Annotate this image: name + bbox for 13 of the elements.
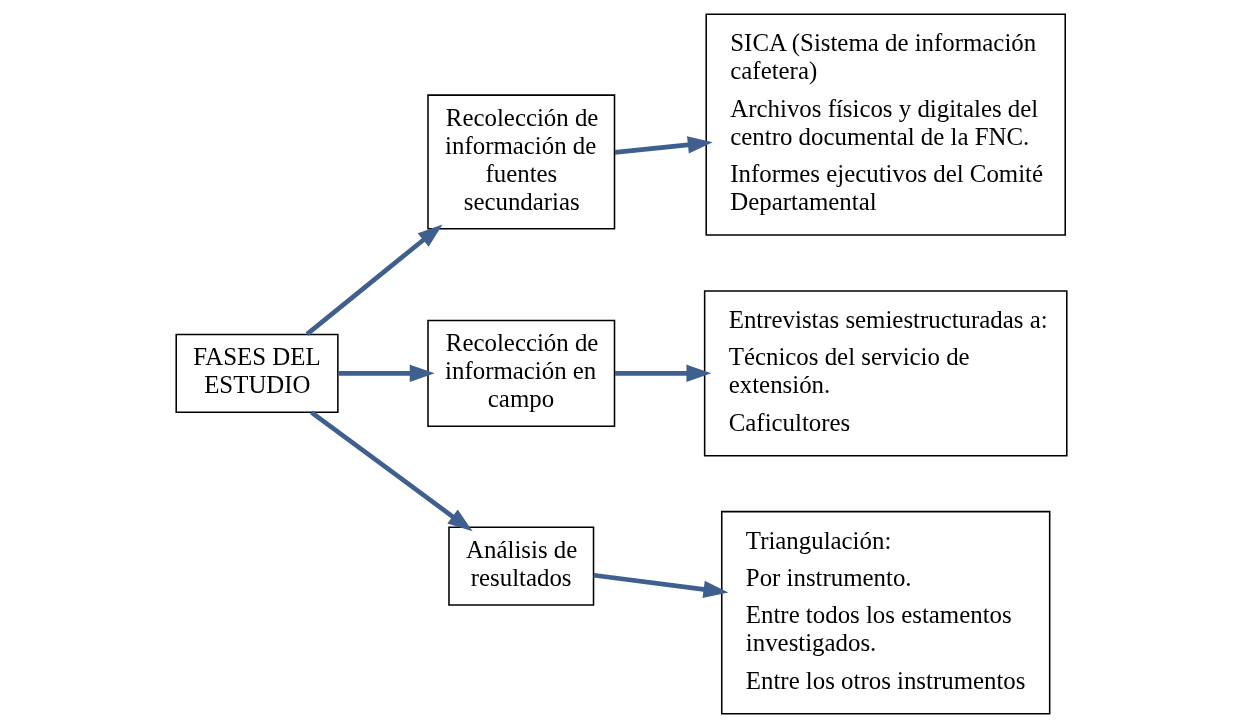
node-box: Entrevistas semiestructuradas a: Técnicos del servicio de extensión. Caficultores	[703, 290, 1068, 457]
arrow	[338, 364, 435, 383]
node-box: FASES DEL ESTUDIO	[175, 333, 339, 413]
node-box: Recolección de información de fuentes secundarias	[427, 94, 616, 230]
arrow	[593, 572, 729, 599]
arrow	[614, 136, 713, 155]
node-box: Análisis de resultados	[448, 526, 595, 606]
node-box: Recolección de información en campo	[427, 319, 616, 427]
arrow	[305, 224, 443, 336]
arrow	[310, 410, 473, 532]
arrow	[614, 364, 712, 383]
node-box: Triangulación: Por instrumento. Entre todos los estamentos investigados. Entre los otros instrumentos	[720, 510, 1051, 715]
node-box: SICA (Sistema de información cafetera) Archivos físicos y digitales del centro documental de la FNC. Informes ejecutivos del Comité Departamental	[705, 13, 1066, 236]
